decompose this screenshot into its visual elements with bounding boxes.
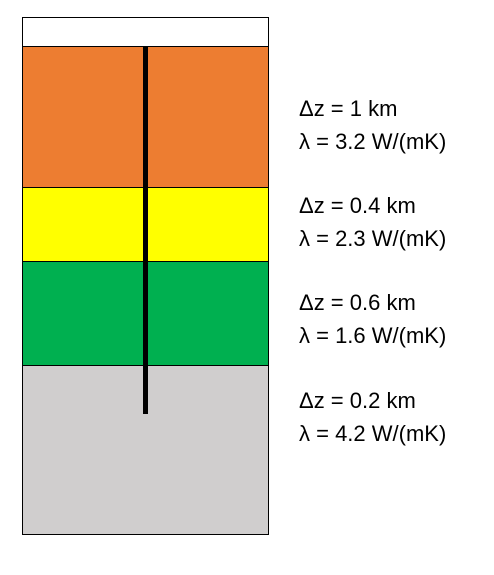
layer-2-thickness: Δz = 0.4 km bbox=[299, 193, 416, 218]
layer-4-label: Δz = 0.2 km λ = 4.2 W/(mK) bbox=[299, 384, 446, 450]
surface-layer bbox=[22, 17, 269, 47]
layer-1-label: Δz = 1 km λ = 3.2 W/(mK) bbox=[299, 92, 446, 158]
layer-4-conductivity: λ = 4.2 W/(mK) bbox=[299, 421, 447, 446]
layer-1-thickness: Δz = 1 km bbox=[299, 96, 398, 121]
layer-2-conductivity: λ = 2.3 W/(mK) bbox=[299, 226, 447, 251]
layer-1-conductivity: λ = 3.2 W/(mK) bbox=[299, 129, 447, 154]
layer-2-label: Δz = 0.4 km λ = 2.3 W/(mK) bbox=[299, 189, 446, 255]
layer-4-thickness: Δz = 0.2 km bbox=[299, 388, 416, 413]
layer-3-thickness: Δz = 0.6 km bbox=[299, 290, 416, 315]
borehole-line bbox=[143, 46, 148, 414]
layer-3-label: Δz = 0.6 km λ = 1.6 W/(mK) bbox=[299, 286, 446, 352]
layer-3-conductivity: λ = 1.6 W/(mK) bbox=[299, 323, 447, 348]
